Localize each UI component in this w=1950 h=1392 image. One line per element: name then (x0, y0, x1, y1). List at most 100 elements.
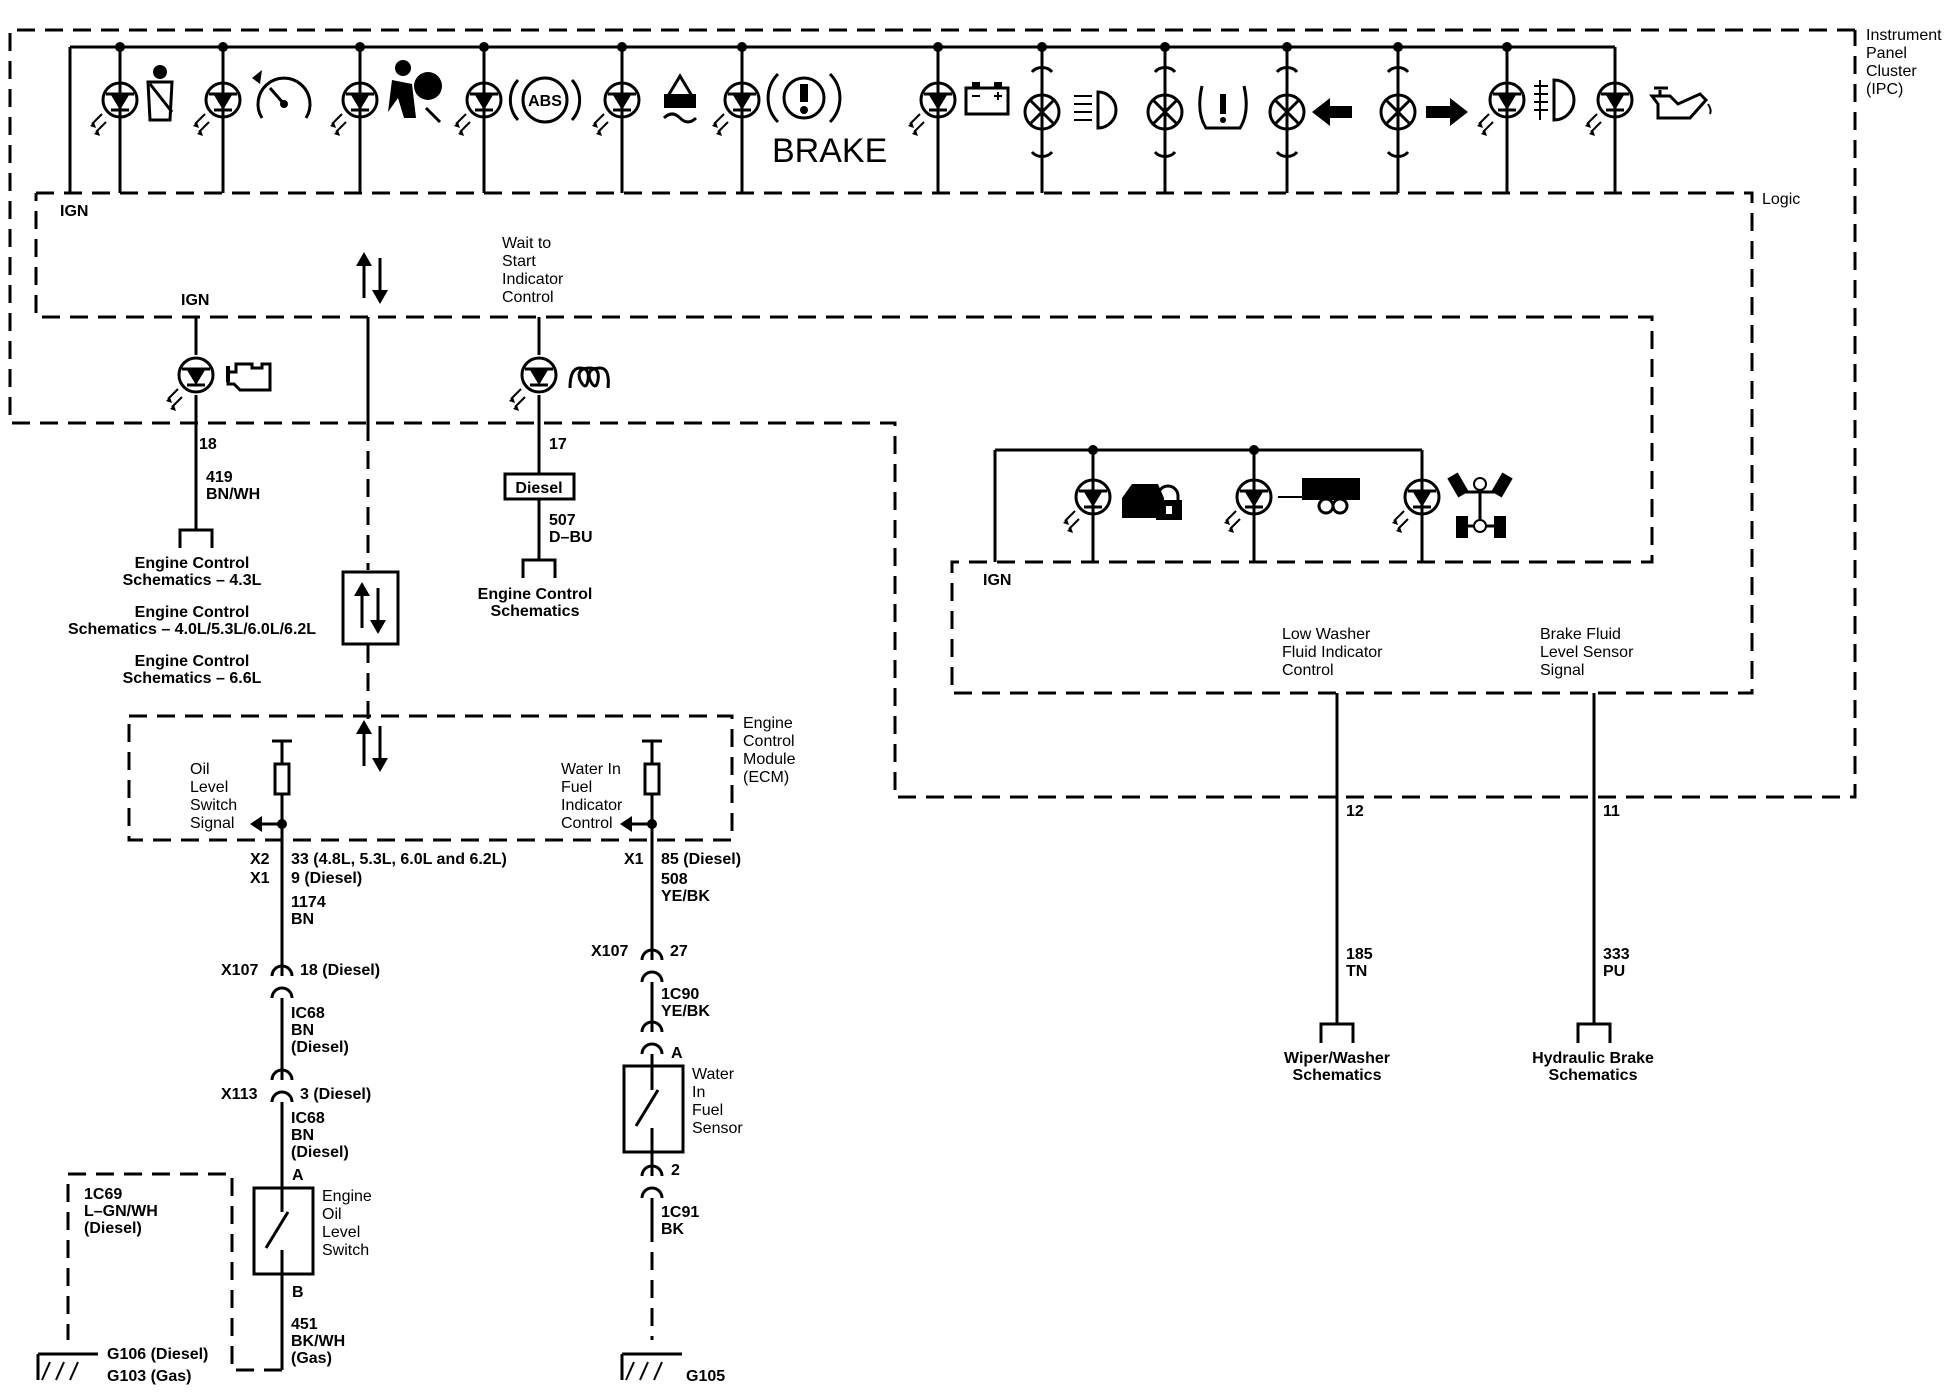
brake-warning-icon (766, 72, 842, 124)
x107-label-b: X107 (591, 943, 628, 960)
ec-4-3-line: Engine Control (135, 555, 250, 572)
circuit-1c90-line: YE/BK (661, 1003, 710, 1020)
diesel-box-label: Diesel (515, 480, 562, 497)
ipc-logic-box (34, 191, 1754, 695)
circuit-419-line: BN/WH (206, 486, 260, 503)
circuit-185-line: TN (1346, 963, 1367, 980)
airbag-icon (388, 60, 442, 124)
right-turn-indicator (1379, 66, 1468, 158)
x113-label: X113 (221, 1086, 258, 1103)
oil-level-circuit (36, 824, 315, 1382)
connector-419-end (178, 528, 214, 548)
stability-indicator (590, 73, 698, 138)
pin-33: 33 (4.8L, 5.3L, 6.0L and 6.2L) (291, 851, 507, 868)
low-washer-line: Fluid Indicator (1282, 644, 1383, 661)
pin-18: 18 (199, 436, 217, 453)
right-turn-arrow-icon (1426, 98, 1468, 126)
x1-label-a: X1 (250, 870, 270, 887)
battery-indicator (906, 81, 1010, 138)
circuit-419-line: 419 (206, 469, 233, 486)
circuit-1c91-line: 1C91 (661, 1204, 699, 1221)
x2-label: X2 (250, 851, 270, 868)
g105-label: G105 (686, 1368, 725, 1385)
fog-lamp-icon (1534, 78, 1576, 122)
serial-data-line (341, 250, 400, 774)
circuit-508-line: YE/BK (661, 888, 710, 905)
seatbelt-indicator (88, 65, 174, 138)
pin-18-diesel: 18 (Diesel) (300, 962, 380, 979)
wif-control-line: Fuel (561, 779, 592, 796)
oil-can-icon (1649, 86, 1712, 120)
pin-9: 9 (Diesel) (291, 870, 362, 887)
circuit-1c69-line: L–GN/WH (84, 1203, 158, 1220)
seatbelt-icon (146, 65, 174, 122)
circuit-1174-line: BN (291, 911, 314, 928)
wiper-schematics-line: Schematics (1293, 1067, 1382, 1084)
brake-label: BRAKE (772, 132, 887, 170)
security-icon (1122, 484, 1182, 520)
logic-label: Logic (1762, 191, 1800, 208)
circuit-ic68-line: (Diesel) (291, 1039, 349, 1056)
wifs-line: In (692, 1084, 705, 1101)
ign-mid-label: IGN (181, 292, 209, 309)
wif-control-line: Water In (561, 761, 621, 778)
ec-6-6-line: Schematics – 6.6L (123, 670, 262, 687)
ipc-name-line: Cluster (1866, 63, 1917, 80)
circuit-1174-line: 1174 (291, 894, 326, 911)
fog-lamp-indicator (1475, 78, 1576, 138)
circuit-507-line: D–BU (549, 529, 593, 546)
g106-label: G106 (Diesel) (107, 1346, 208, 1363)
circuit-ic68-line: IC68 (291, 1005, 325, 1022)
ec-schematics-line: Schematics (491, 603, 580, 620)
eols-line: Level (322, 1224, 360, 1241)
circuit-ic68b-line: (Diesel) (291, 1144, 349, 1161)
abs-indicator: ABS (452, 76, 582, 138)
speedometer-icon (252, 70, 312, 119)
pin-a-wif: A (671, 1045, 683, 1062)
aux-indicator-bus (993, 445, 1424, 562)
wts-line: Start (502, 253, 536, 270)
x107-label-a: X107 (221, 962, 258, 979)
ign-top-label: IGN (60, 203, 88, 220)
ipc-boundary (8, 28, 1857, 799)
ecm-name-line: Control (743, 733, 795, 750)
wts-line: Control (502, 289, 554, 306)
left-turn-arrow-icon (1312, 98, 1352, 126)
ec-4-3-line: Schematics – 4.3L (123, 572, 262, 589)
oil-signal-line: Oil (190, 761, 210, 778)
four-wheel-drive-indicator (1390, 472, 1513, 538)
ipc-name-line: Instrument (1866, 27, 1942, 44)
tow-haul-icon (1278, 478, 1360, 515)
pin-12: 12 (1346, 803, 1364, 820)
ipc-name-line: (IPC) (1866, 81, 1903, 98)
pin-11: 11 (1603, 803, 1620, 820)
left-turn-indicator (1268, 66, 1352, 158)
oil-signal-line: Level (190, 779, 228, 796)
brake-fluid-circuit (1576, 693, 1612, 1043)
pin-17: 17 (549, 436, 567, 453)
wifs-line: Sensor (692, 1120, 743, 1137)
circuit-507-line: 507 (549, 512, 576, 529)
circuit-451-line: (Gas) (291, 1350, 332, 1367)
stability-icon (662, 73, 698, 124)
pin-2: 2 (671, 1162, 680, 1179)
glow-plug-indicator (507, 317, 610, 474)
pin-b-oil: B (292, 1284, 304, 1301)
circuit-ic68-line: BN (291, 1022, 314, 1039)
hbs-line: Hydraulic Brake (1532, 1050, 1654, 1067)
